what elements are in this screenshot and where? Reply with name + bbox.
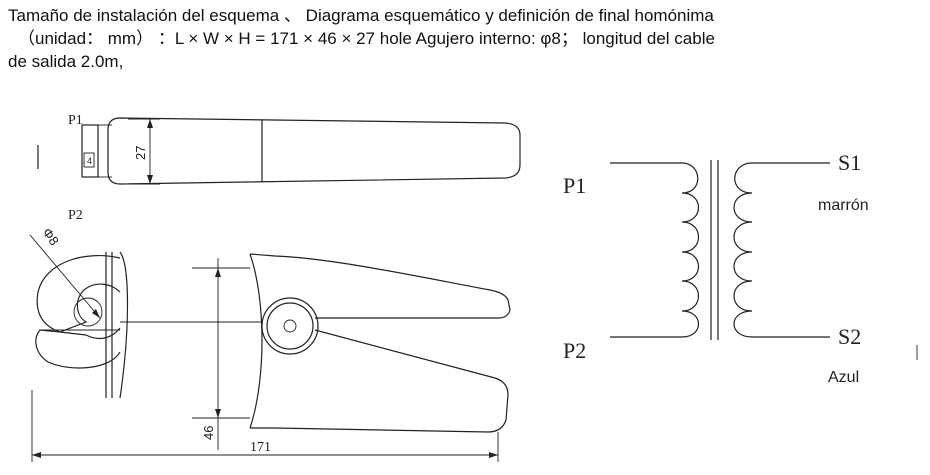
top-view-label: P2 [68, 208, 83, 223]
arrow-head [92, 309, 100, 318]
hole-dim-leader [29, 234, 101, 319]
primary-top-label: P1 [563, 173, 586, 198]
height-dim-label: 27 [133, 146, 148, 160]
description-text: Tamaño de instalación del esquema 、 Diag… [8, 4, 923, 73]
length-dim-label: 171 [250, 440, 271, 455]
pivot-hole [283, 319, 297, 333]
s2-wire-color: Azul [828, 369, 859, 386]
handle-upper [249, 253, 511, 319]
secondary-winding [733, 162, 753, 338]
description-line-2: （unidad： mm） ：L × W × H = 171 × 46 × 27 … [18, 29, 715, 48]
side-marker: 4 [87, 156, 92, 166]
primary-winding [681, 162, 699, 338]
marker-box [83, 152, 95, 168]
hole-dim-label: Φ8 [40, 225, 62, 248]
primary-bottom-label: P2 [563, 338, 586, 363]
pivot-outer [261, 297, 319, 355]
connector-block [81, 124, 99, 178]
handle-back [249, 253, 263, 429]
arrow-head [147, 175, 153, 184]
clamp-body-side [107, 117, 521, 185]
arrow-head [215, 268, 221, 277]
side-view-label: P1 [68, 113, 83, 128]
jaw-upper [36, 255, 121, 333]
arrow-head [32, 452, 41, 458]
description-line-3: de salida 2.0m, [8, 52, 124, 71]
arrow-head [215, 409, 221, 418]
description-line-1: Tamaño de instalación del esquema 、 Diag… [8, 6, 714, 25]
pivot-inner [266, 302, 314, 350]
width-dim-label: 46 [201, 426, 216, 440]
transformer-schematic: P1 P2 S1 S2 marrón Azul [563, 150, 918, 386]
side-view: 4 27 P1 [37, 113, 521, 185]
handle-lower [250, 329, 509, 433]
secondary-bottom-label: S2 [838, 324, 861, 349]
top-view: P2 Φ8 46 171 [29, 208, 511, 462]
secondary-top-label: S1 [838, 150, 861, 175]
inner-hole [73, 297, 103, 327]
arrow-head [489, 452, 498, 458]
jaw-back [119, 251, 129, 399]
arrow-head [147, 119, 153, 128]
jaw-lower [35, 327, 121, 369]
s1-wire-color: marrón [818, 197, 869, 214]
